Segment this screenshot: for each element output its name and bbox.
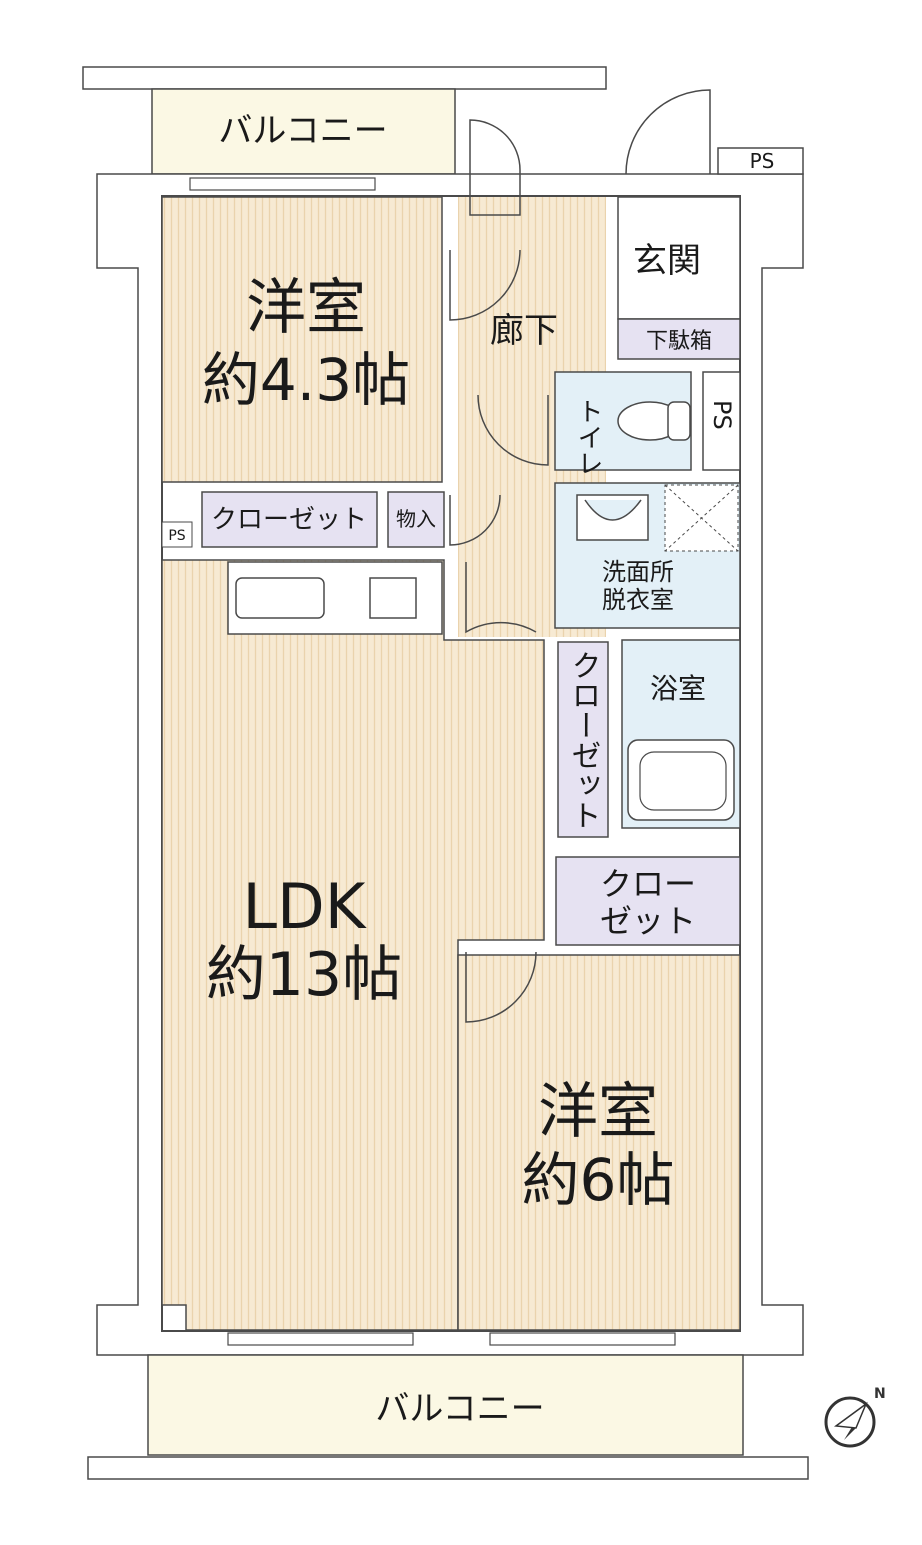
bathroom-label: 浴室	[650, 672, 706, 705]
shoe-cabinet-label: 下駄箱	[646, 329, 712, 354]
room2-size: 約6帖	[522, 1146, 675, 1214]
window-top	[189, 177, 376, 191]
room2-name: 洋室	[538, 1077, 658, 1147]
toilet-tank-icon	[667, 401, 691, 441]
top-parapet	[82, 66, 607, 90]
window-ldk	[227, 1332, 414, 1346]
hallway-upper	[544, 197, 606, 357]
western-room-2	[457, 954, 741, 1331]
entrance-label: 玄関	[633, 241, 701, 281]
ps-top-label: PS	[750, 149, 775, 173]
closet-2-label-2: ゼット	[600, 902, 696, 940]
balcony-top-label: バルコニー	[218, 111, 387, 151]
north-compass-icon: N	[824, 1386, 886, 1448]
door-toilet	[477, 394, 549, 466]
door-storage	[449, 494, 501, 546]
stove-icon	[369, 577, 417, 619]
sink-icon	[576, 494, 649, 541]
room1-name: 洋室	[246, 273, 366, 343]
ldk-size: 約13帖	[206, 940, 402, 1010]
western-room-1	[161, 196, 443, 483]
closet-2	[555, 856, 741, 946]
balcony-bottom-label: バルコニー	[375, 1389, 544, 1429]
door-washroom	[465, 562, 537, 634]
door-room1	[449, 249, 521, 321]
door-entrance	[625, 89, 711, 175]
closet-vertical	[557, 641, 609, 838]
closet-2-label-1: クロー	[600, 865, 696, 903]
hallway-label: 廊下	[490, 311, 558, 351]
storage	[387, 491, 445, 548]
svg-text:N: N	[874, 1386, 886, 1402]
storage-label: 物入	[396, 507, 436, 531]
closet-1-label: クローゼット	[211, 505, 367, 535]
toilet-label: トイレ	[573, 398, 603, 476]
balcony-bottom	[147, 1354, 744, 1456]
balcony-top	[151, 88, 456, 175]
door-balcony	[469, 119, 521, 216]
washroom-label-2: 脱衣室	[602, 586, 674, 614]
bottom-parapet	[87, 1456, 809, 1480]
closet-vertical-label: クローゼット	[566, 650, 601, 830]
washroom-label-1: 洗面所	[602, 558, 674, 586]
ps-left-label: PS	[168, 528, 185, 544]
ps-toilet	[702, 371, 741, 471]
window-room2	[489, 1332, 676, 1346]
ps-left	[161, 521, 193, 548]
closet-1	[201, 491, 378, 548]
kitchen-sink-icon	[235, 577, 325, 619]
ps-toilet-label: PS	[708, 400, 736, 430]
door-room2	[465, 951, 537, 1023]
ps-top	[717, 147, 804, 175]
room1-size: 約4.3帖	[202, 346, 410, 414]
shoe-cabinet	[617, 318, 741, 360]
ldk-name: LDK	[243, 870, 367, 943]
ldk	[161, 559, 545, 1331]
